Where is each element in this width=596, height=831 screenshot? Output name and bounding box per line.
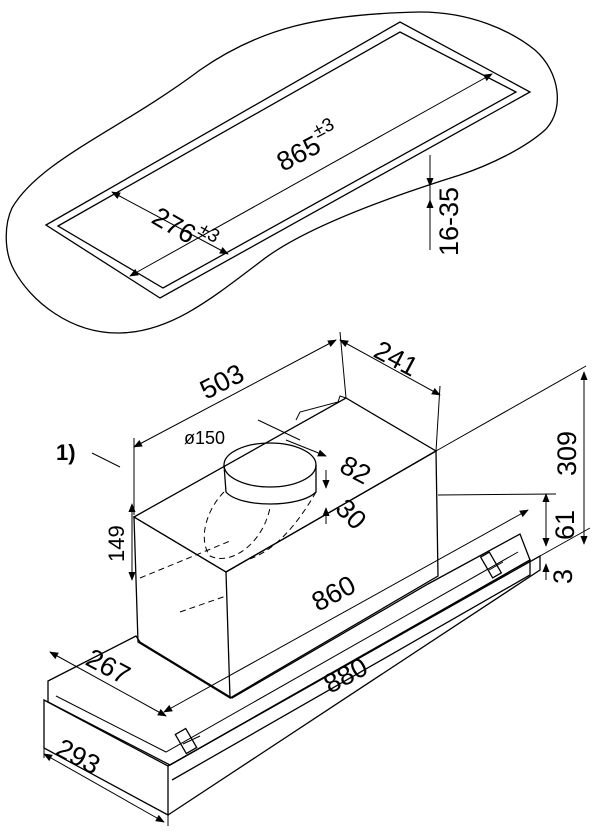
motor-box-front xyxy=(133,515,231,700)
countertop-cutout: 865 ±3 276 ±3 16-35 xyxy=(5,11,558,334)
thickness-value: 16-35 xyxy=(434,187,464,256)
cutout-width-label: 276 ±3 xyxy=(147,201,223,250)
duct-stub-top-ellipse xyxy=(223,442,317,488)
body-length-value: 860 xyxy=(307,570,361,618)
frame-latch-left xyxy=(174,727,201,755)
depth-top-extension-right xyxy=(435,385,441,452)
duct-diameter-value: ø150 xyxy=(184,428,225,448)
height-total-extension-bottom xyxy=(539,527,591,557)
depth-body-dimension-line xyxy=(133,339,337,448)
reference-marker: 1) xyxy=(56,440,76,465)
worktop-outline xyxy=(5,11,558,334)
depth-top-dimension-line xyxy=(339,339,441,396)
hidden-edge-2 xyxy=(179,595,227,613)
duct-hidden-left xyxy=(203,491,271,559)
frame-latch-right xyxy=(479,551,504,579)
duct-stub-body xyxy=(223,464,317,505)
height-total-extension-top xyxy=(435,365,587,452)
frame-inner-edge xyxy=(55,551,519,753)
height-total-value: 309 xyxy=(552,431,582,476)
motor-box-side xyxy=(225,449,439,699)
frame-length-dimension-line xyxy=(163,509,529,713)
body-height-value: 149 xyxy=(104,525,129,562)
frame-top xyxy=(47,533,531,766)
duct-diameter-leader xyxy=(257,419,301,441)
cutout-length-label: 865 ±3 xyxy=(272,114,338,177)
cooker-hood: 1) xyxy=(43,331,591,826)
frame-height-extension xyxy=(437,493,557,496)
reference-leader xyxy=(91,452,121,468)
frame-length-value: 880 xyxy=(319,652,373,700)
cutout-width-dimension-line xyxy=(111,191,229,255)
stub-offset-arrow xyxy=(285,439,327,457)
depth-top-value: 241 xyxy=(369,335,423,383)
frame-depth-value: 293 xyxy=(51,733,105,781)
stub-height-value: 30 xyxy=(330,493,372,535)
frame-depth-inner-value: 267 xyxy=(81,643,135,691)
frame-depth-dimension-line xyxy=(43,753,165,823)
frame-height-value: 61 xyxy=(550,510,580,540)
duct-stub xyxy=(223,442,317,505)
motor-box-bracket xyxy=(295,395,347,421)
motor-box-top xyxy=(132,397,438,573)
cutout-width-value: 276 xyxy=(147,201,201,250)
glass-thickness-value: 3 xyxy=(548,569,578,584)
hidden-edge-1 xyxy=(139,540,231,579)
stub-offset-value: 82 xyxy=(335,450,376,491)
depth-body-value: 503 xyxy=(195,358,249,405)
frame-depth-inner-dimension-line xyxy=(49,651,167,717)
